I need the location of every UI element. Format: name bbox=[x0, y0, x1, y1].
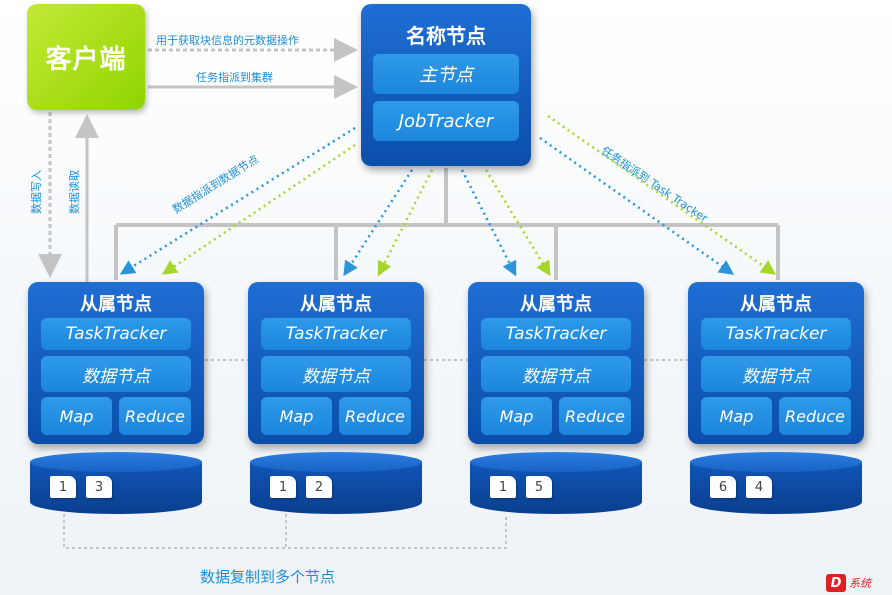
data-block: 3 bbox=[86, 476, 112, 498]
logo-text: 系统 bbox=[849, 577, 871, 590]
name-node-title: 名称节点 bbox=[406, 24, 486, 48]
data-block: 6 bbox=[710, 476, 736, 498]
slave-title: 从属节点 bbox=[520, 294, 592, 315]
data-block: 1 bbox=[270, 476, 296, 498]
master-node-label: 主节点 bbox=[373, 54, 519, 94]
data-block: 2 bbox=[306, 476, 332, 498]
map-label: Map bbox=[701, 397, 772, 435]
slave-node-4: 从属节点 TaskTracker 数据节点 Map Reduce bbox=[688, 282, 864, 444]
data-block: 1 bbox=[50, 476, 76, 498]
datanode-label: 数据节点 bbox=[701, 356, 851, 392]
datanode-assign-arrows bbox=[119, 114, 777, 277]
disk-1: 1 3 bbox=[30, 452, 202, 514]
slave-title: 从属节点 bbox=[80, 294, 152, 315]
client-node: 客户端 bbox=[27, 4, 145, 110]
jobtracker-label: JobTracker bbox=[373, 101, 519, 141]
datanode-label: 数据节点 bbox=[41, 356, 191, 392]
data-write-label: 数据写入 bbox=[30, 170, 43, 214]
map-label: Map bbox=[481, 397, 552, 435]
cluster-bus bbox=[114, 168, 780, 280]
logo-mark: D bbox=[826, 574, 846, 592]
replicate-label: 数据复制到多个节点 bbox=[200, 568, 336, 586]
tasktracker-label: TaskTracker bbox=[41, 318, 191, 350]
reduce-label: Reduce bbox=[559, 397, 631, 435]
slave-title: 从属节点 bbox=[740, 294, 812, 315]
metadata-ops-label: 用于获取块信息的元数据操作 bbox=[156, 34, 299, 47]
disk-3: 1 5 bbox=[470, 452, 642, 514]
data-block: 4 bbox=[746, 476, 772, 498]
map-label: Map bbox=[261, 397, 332, 435]
slave-node-3: 从属节点 TaskTracker 数据节点 Map Reduce bbox=[468, 282, 644, 444]
datanode-label: 数据节点 bbox=[481, 356, 631, 392]
reduce-label: Reduce bbox=[119, 397, 191, 435]
map-label: Map bbox=[41, 397, 112, 435]
slave-title: 从属节点 bbox=[300, 294, 372, 315]
watermark-logo: D 系统 bbox=[826, 573, 888, 593]
datanode-label: 数据节点 bbox=[261, 356, 411, 392]
tasktracker-label: TaskTracker bbox=[701, 318, 851, 350]
slave-node-2: 从属节点 TaskTracker 数据节点 Map Reduce bbox=[248, 282, 424, 444]
assign-cluster-label: 任务指派到集群 bbox=[196, 71, 273, 84]
reduce-label: Reduce bbox=[779, 397, 851, 435]
replication-lines bbox=[63, 514, 507, 549]
name-node: 名称节点 主节点 JobTracker bbox=[361, 4, 531, 166]
slave-node-1: 从属节点 TaskTracker 数据节点 Map Reduce bbox=[28, 282, 204, 444]
client-label: 客户端 bbox=[45, 44, 127, 75]
disk-4: 6 4 bbox=[690, 452, 862, 514]
data-block: 5 bbox=[526, 476, 552, 498]
disk-2: 1 2 bbox=[250, 452, 422, 514]
reduce-label: Reduce bbox=[339, 397, 411, 435]
data-read-label: 数据读取 bbox=[68, 170, 81, 214]
data-block: 1 bbox=[490, 476, 516, 498]
tasktracker-label: TaskTracker bbox=[481, 318, 631, 350]
tasktracker-label: TaskTracker bbox=[261, 318, 411, 350]
